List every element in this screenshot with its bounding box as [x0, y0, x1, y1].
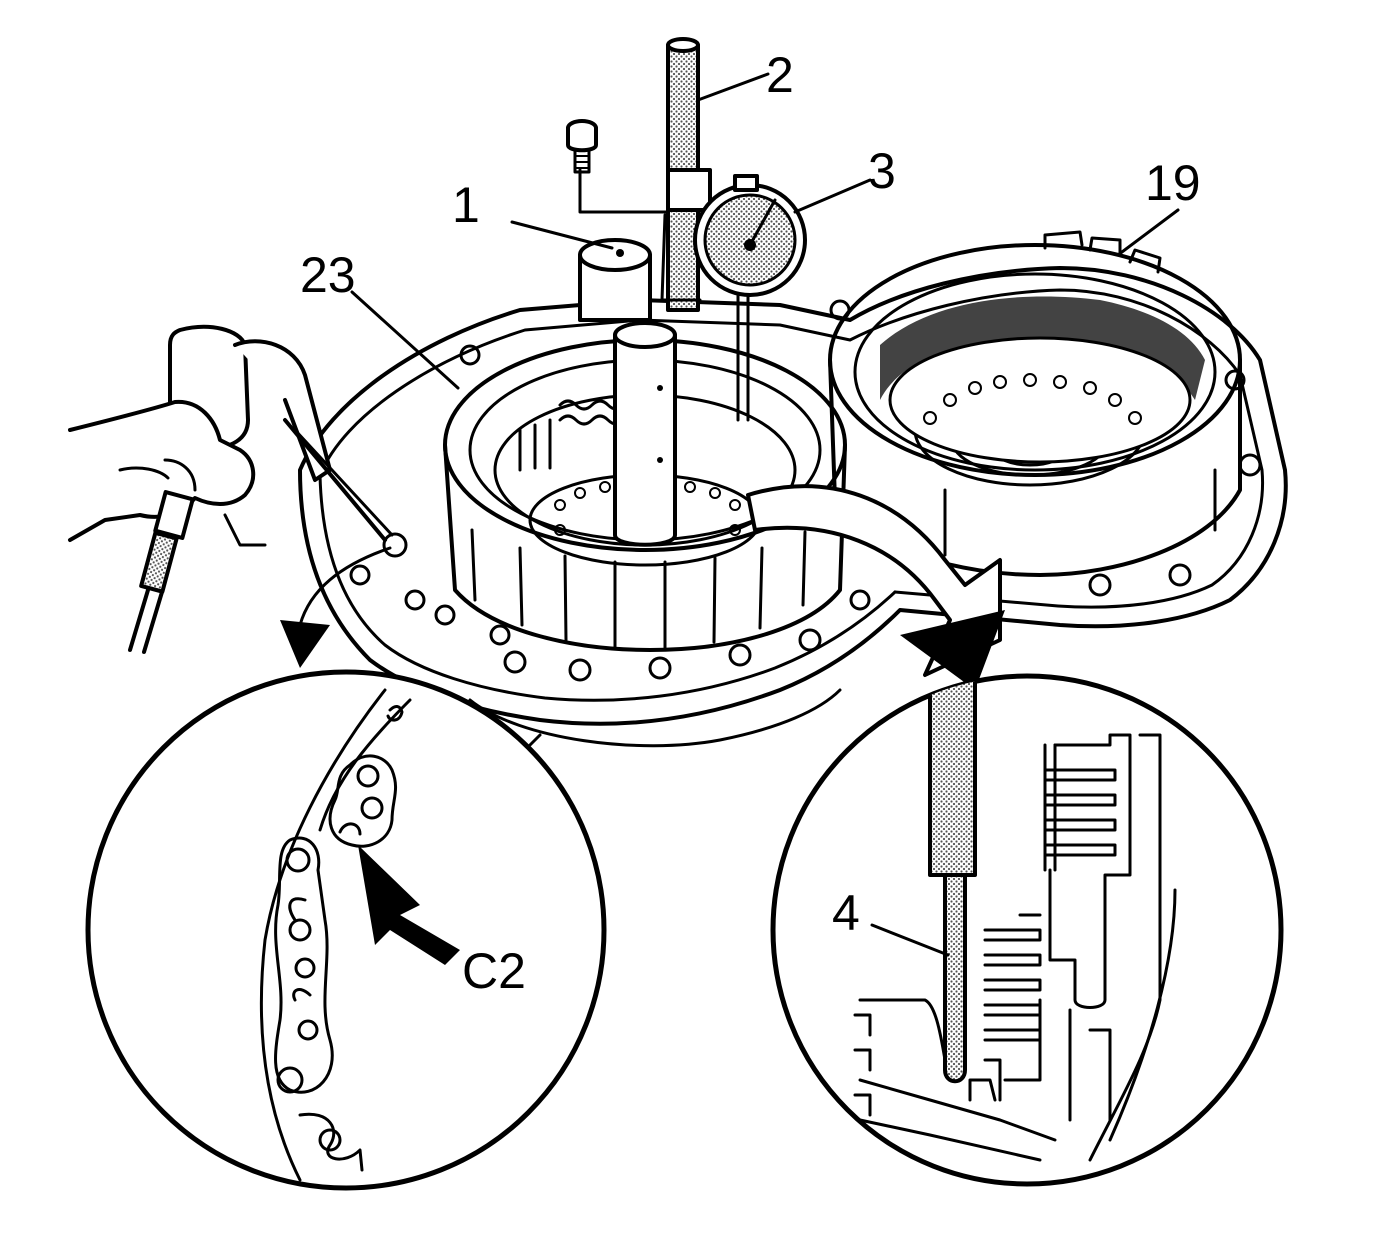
callout-1: 1 [452, 177, 480, 233]
callout-4: 4 [832, 885, 860, 941]
clutch-plates-upper [1043, 743, 1117, 872]
callout-3: 3 [868, 143, 896, 199]
leader-2 [696, 72, 770, 102]
drum-segments [470, 528, 807, 650]
drum-inner-holes [554, 481, 741, 536]
probe-tip [943, 873, 967, 1084]
detail-circle-c2 [85, 669, 607, 1191]
callout-23: 23 [300, 247, 356, 303]
leader-4 [870, 923, 950, 957]
screw [566, 119, 598, 174]
probe-body [928, 676, 977, 877]
housing-holes [923, 373, 1142, 425]
center-shaft [613, 321, 677, 547]
c2-pointer-arrow [358, 845, 460, 965]
leader-19 [1116, 208, 1180, 257]
leader-1 [510, 220, 614, 250]
detail-arrows [280, 484, 1005, 690]
leader-3 [793, 178, 872, 214]
callout-c2: C2 [462, 943, 526, 999]
dial-indicator-stand [566, 37, 807, 422]
callout-2: 2 [766, 47, 794, 103]
leader-23 [350, 290, 460, 390]
air-nozzle-hand [68, 324, 394, 654]
callout-labels: 1 2 3 19 23 4 C2 [300, 47, 1201, 999]
leader-lines [350, 72, 1180, 957]
callout-19: 19 [1145, 155, 1201, 211]
detail-circle-probe [770, 673, 1284, 1187]
